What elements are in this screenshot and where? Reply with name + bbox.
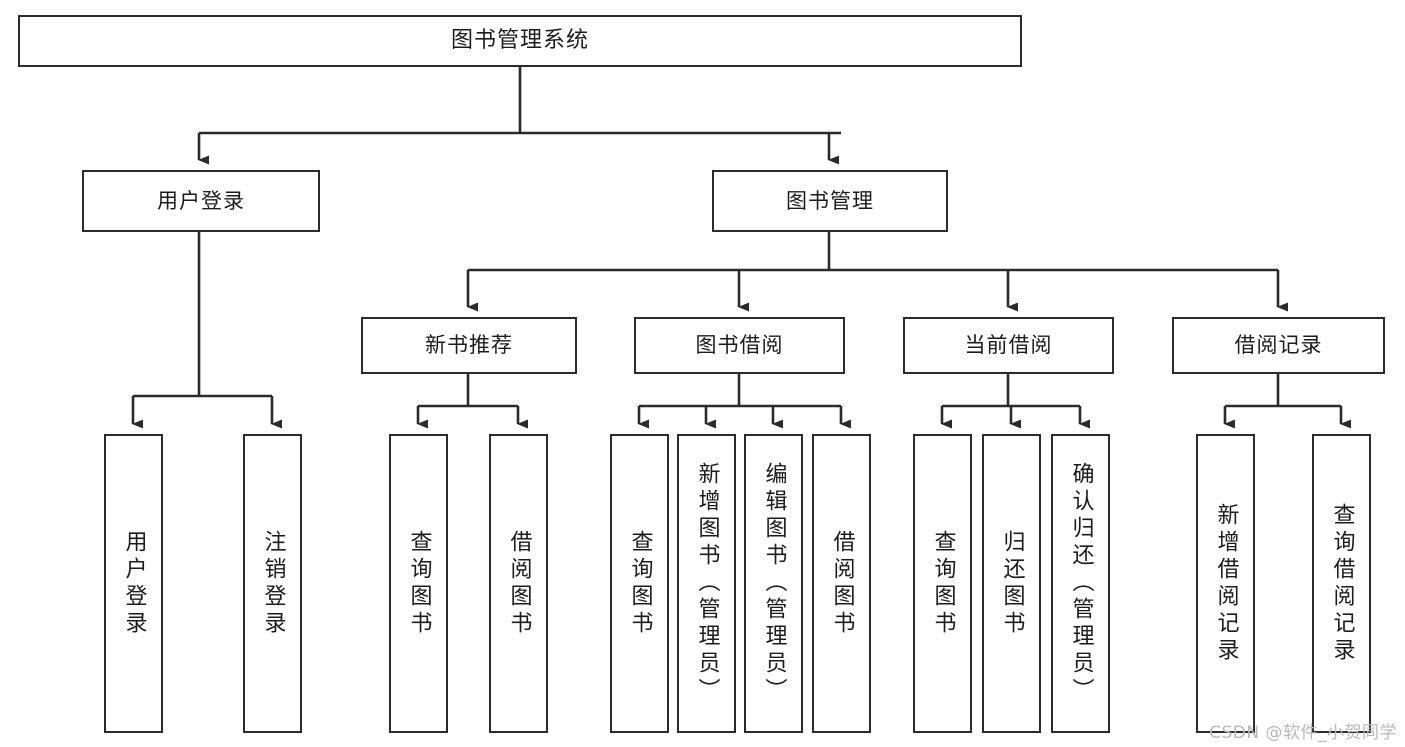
node-book-management[interactable]: 图书管理 [712,170,948,232]
node-book-borrowing[interactable]: 图书借阅 [634,317,845,374]
node-label: 查询借阅记录 [1329,502,1355,665]
node-label: 借阅图书 [829,529,855,638]
node-leaf-borrow-lend-books[interactable]: 借阅图书 [812,434,871,733]
node-current-borrowing[interactable]: 当前借阅 [903,317,1114,374]
node-label: 新增借阅记录 [1213,502,1239,665]
node-label: 查询图书 [627,529,653,638]
node-label: 查询图书 [406,529,432,638]
node-label: 借阅记录 [1234,333,1323,358]
node-leaf-borrow-add-book-admin[interactable]: 新增图书（管理员） [677,434,736,733]
node-borrow-records[interactable]: 借阅记录 [1172,317,1385,374]
node-label: 图书借阅 [695,333,784,358]
node-label: 用户登录 [121,529,147,638]
node-leaf-user-login[interactable]: 用户登录 [104,434,163,733]
node-leaf-records-add-record[interactable]: 新增借阅记录 [1196,434,1255,733]
node-leaf-current-return-books[interactable]: 归还图书 [982,434,1041,733]
node-label: 图书管理 [786,188,874,213]
node-label: 编辑图书（管理员） [761,462,787,705]
node-label: 查询图书 [930,529,956,638]
node-leaf-newbook-borrow-books[interactable]: 借阅图书 [489,434,548,733]
node-root-book-management-system[interactable]: 图书管理系统 [18,15,1022,67]
node-user-login[interactable]: 用户登录 [82,170,320,232]
node-leaf-current-query-books[interactable]: 查询图书 [913,434,972,733]
node-label: 图书管理系统 [450,28,589,54]
node-leaf-borrow-query-books[interactable]: 查询图书 [610,434,669,733]
node-leaf-logout[interactable]: 注销登录 [243,434,302,733]
node-label: 归还图书 [999,529,1025,638]
node-label: 确认归还（管理员） [1068,462,1094,705]
node-new-book-recommendation[interactable]: 新书推荐 [361,317,577,374]
node-label: 当前借阅 [964,333,1053,358]
node-label: 新书推荐 [425,333,513,358]
node-leaf-borrow-edit-book-admin[interactable]: 编辑图书（管理员） [744,434,803,733]
node-label: 新增图书（管理员） [694,462,720,705]
node-label: 注销登录 [260,529,286,638]
node-label: 用户登录 [157,188,245,213]
node-leaf-records-query-record[interactable]: 查询借阅记录 [1312,434,1371,733]
node-label: 借阅图书 [506,529,532,638]
node-leaf-current-confirm-return-admin[interactable]: 确认归还（管理员） [1051,434,1110,733]
node-leaf-newbook-query-books[interactable]: 查询图书 [389,434,448,733]
